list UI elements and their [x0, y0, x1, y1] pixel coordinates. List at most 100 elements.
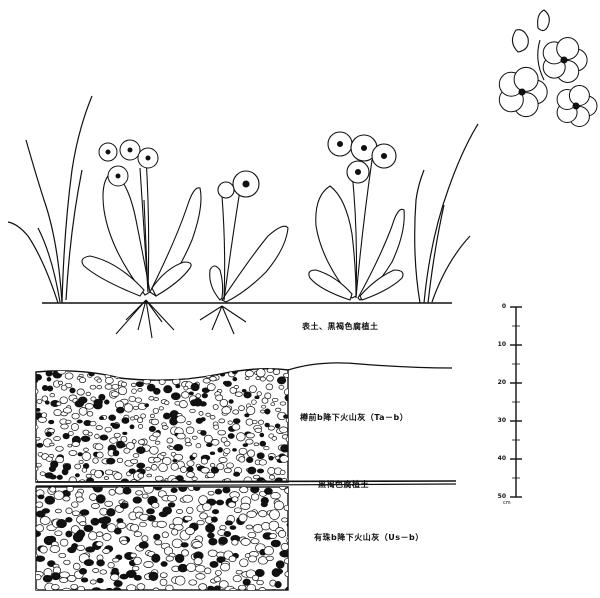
pebble [204, 568, 211, 574]
pebble [36, 408, 40, 411]
pebble [223, 487, 230, 493]
pebble [84, 525, 93, 532]
pebble [129, 371, 136, 376]
pebble [149, 397, 154, 401]
pebble [248, 467, 256, 474]
pebble [155, 441, 160, 444]
pebble [289, 421, 293, 425]
pebble [236, 433, 245, 441]
pebble [215, 570, 221, 575]
pebble [138, 424, 142, 428]
pebble [108, 562, 114, 568]
pebble [171, 393, 180, 400]
pebble [63, 496, 70, 501]
pebble [38, 495, 44, 499]
surface-line-right [288, 363, 452, 370]
pebble [228, 421, 233, 424]
pebble [119, 387, 127, 395]
pebble [72, 442, 80, 447]
pebble [179, 401, 187, 408]
pebble [36, 511, 45, 517]
pebble [229, 400, 233, 404]
pebble [86, 392, 91, 396]
pebble [150, 414, 154, 418]
pebble [173, 459, 177, 462]
pebble [63, 434, 69, 439]
pebble [228, 434, 234, 439]
pebble [267, 375, 274, 381]
pebble [254, 443, 259, 446]
pebble [240, 487, 248, 493]
pebble [147, 474, 152, 477]
pebble [165, 401, 169, 405]
pebble [236, 570, 242, 574]
pebble [192, 477, 197, 481]
pebble [210, 416, 215, 420]
pebble [138, 418, 143, 423]
pebble [160, 579, 167, 586]
pebble [269, 475, 274, 479]
pebble [118, 366, 123, 369]
pebble [209, 367, 214, 370]
pebble [214, 586, 220, 591]
pebble [222, 407, 231, 414]
pebble [269, 456, 274, 460]
pebble [210, 561, 218, 567]
pebble [43, 575, 52, 582]
pebble [251, 486, 260, 493]
primula-plant-right [309, 132, 404, 300]
pebble [105, 427, 112, 432]
pebble [51, 573, 60, 580]
pebble [144, 371, 149, 375]
pebble [31, 467, 38, 471]
pebble [245, 370, 253, 376]
pebble [42, 396, 48, 401]
pebble [209, 538, 217, 545]
pebble [130, 417, 134, 420]
pebble [124, 404, 133, 412]
pebble [104, 400, 109, 404]
pebble [234, 472, 240, 476]
pebble [239, 406, 245, 411]
pebble [155, 540, 162, 545]
pebble [248, 532, 256, 537]
pebble [111, 364, 116, 368]
layer-label-ta-b-ash: 樽前b降下火山灰（Ta－b） [300, 412, 408, 423]
pebble [106, 458, 115, 464]
pebble [286, 436, 295, 442]
pebble [36, 365, 41, 368]
pebble [77, 420, 82, 423]
pebble [136, 382, 143, 387]
pebble [288, 486, 297, 494]
pebble [37, 443, 43, 447]
pebble [169, 365, 177, 370]
pebble [90, 421, 96, 426]
pebble [166, 556, 173, 561]
pebble [246, 457, 253, 462]
pebble [177, 509, 183, 513]
pebble [63, 408, 71, 413]
pebble [256, 377, 260, 380]
pebble [90, 580, 96, 584]
pebble [201, 418, 206, 422]
pebble [133, 497, 142, 503]
pebble [271, 492, 281, 499]
pebble [280, 455, 289, 462]
pebble [246, 433, 254, 438]
pebble [105, 377, 113, 383]
pebble [103, 534, 111, 541]
pebble [49, 420, 54, 424]
pebble [272, 437, 277, 441]
pebble [71, 584, 78, 589]
pebble [245, 377, 249, 380]
pebble [191, 365, 199, 371]
pebble [54, 437, 61, 441]
pebble [66, 420, 71, 423]
pebble [291, 407, 300, 415]
pebble [246, 525, 253, 529]
pebble [94, 399, 103, 405]
scale-tick-label: 40 [486, 455, 506, 462]
pebble [138, 389, 142, 392]
pebble [272, 398, 278, 401]
flower-center [573, 103, 579, 109]
